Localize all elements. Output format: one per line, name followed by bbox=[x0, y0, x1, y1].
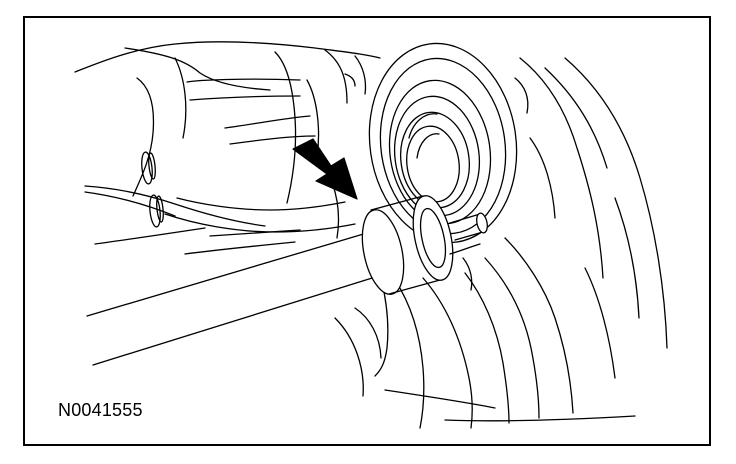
arrow-icon bbox=[292, 138, 358, 200]
housing-slots bbox=[141, 151, 164, 228]
installer-handle bbox=[86, 229, 393, 366]
seal-installer-head bbox=[361, 195, 488, 295]
figure-frame: N0041555 bbox=[23, 16, 711, 446]
housing-outline bbox=[74, 41, 381, 255]
figure-id-label: N0041555 bbox=[58, 400, 143, 420]
seal-bore bbox=[368, 42, 518, 244]
technical-illustration bbox=[74, 41, 668, 429]
housing-flange bbox=[334, 57, 668, 429]
